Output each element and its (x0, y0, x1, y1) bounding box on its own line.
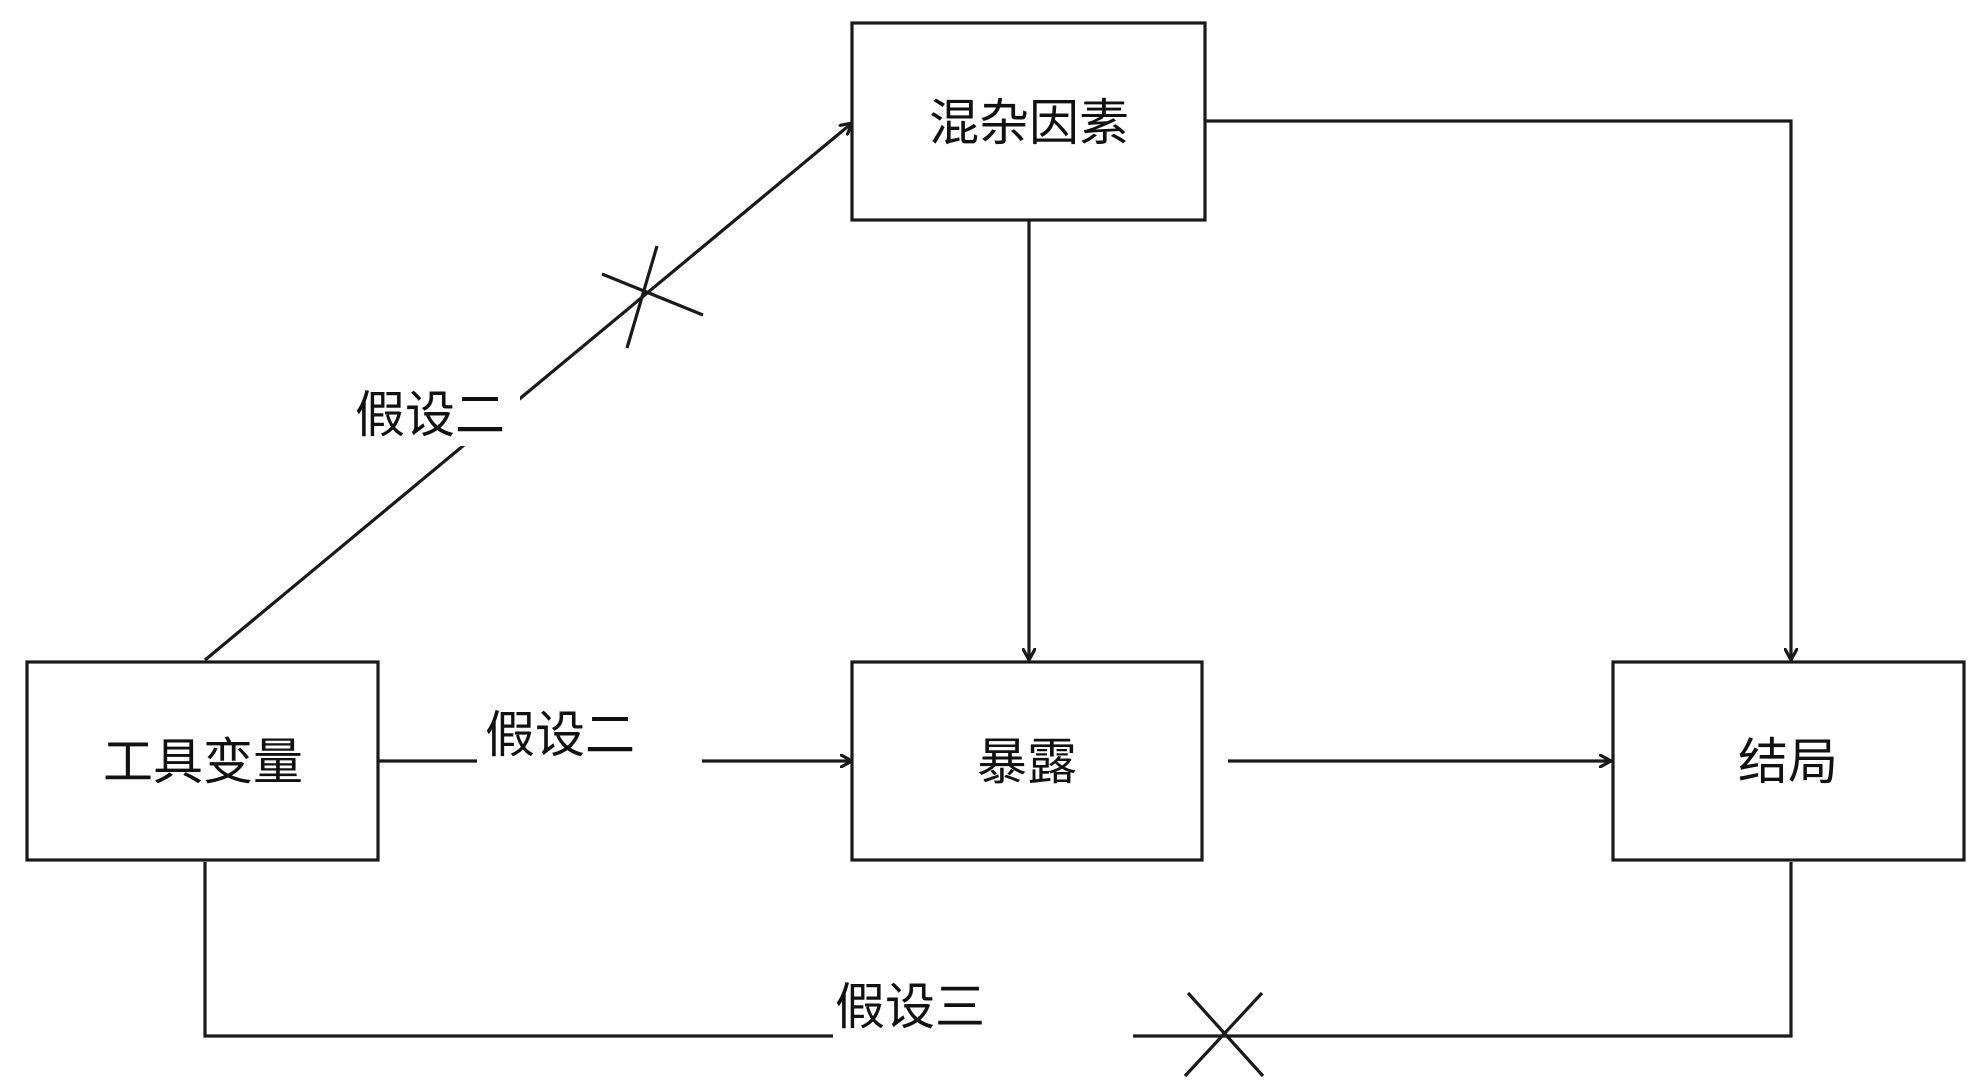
node-outcome-label: 结局 (1738, 733, 1838, 791)
cross-mark-bottom (1183, 991, 1265, 1078)
edge-instrument-to-confounder (203, 123, 852, 662)
node-exposure: 暴露 (850, 660, 1204, 862)
node-confounder-label: 混杂因素 (929, 94, 1129, 152)
label-assumption-two-horizontal: 假设二 (485, 706, 635, 764)
label-gap-assumption-two-diagonal (350, 380, 520, 446)
node-instrument-label: 工具变量 (103, 733, 303, 791)
label-assumption-three: 假设三 (835, 978, 985, 1036)
node-instrument: 工具变量 (25, 660, 380, 862)
node-confounder: 混杂因素 (850, 21, 1207, 222)
label-assumption-two-diagonal: 假设二 (355, 386, 505, 444)
edge-confounder-to-outcome (1205, 119, 1791, 660)
cross-mark-diagonal (601, 245, 704, 349)
label-gap-assumption-two-horizontal (477, 700, 702, 780)
node-outcome: 结局 (1611, 660, 1966, 862)
node-exposure-label: 暴露 (977, 733, 1077, 791)
label-gap-assumption-three (833, 970, 1133, 1046)
